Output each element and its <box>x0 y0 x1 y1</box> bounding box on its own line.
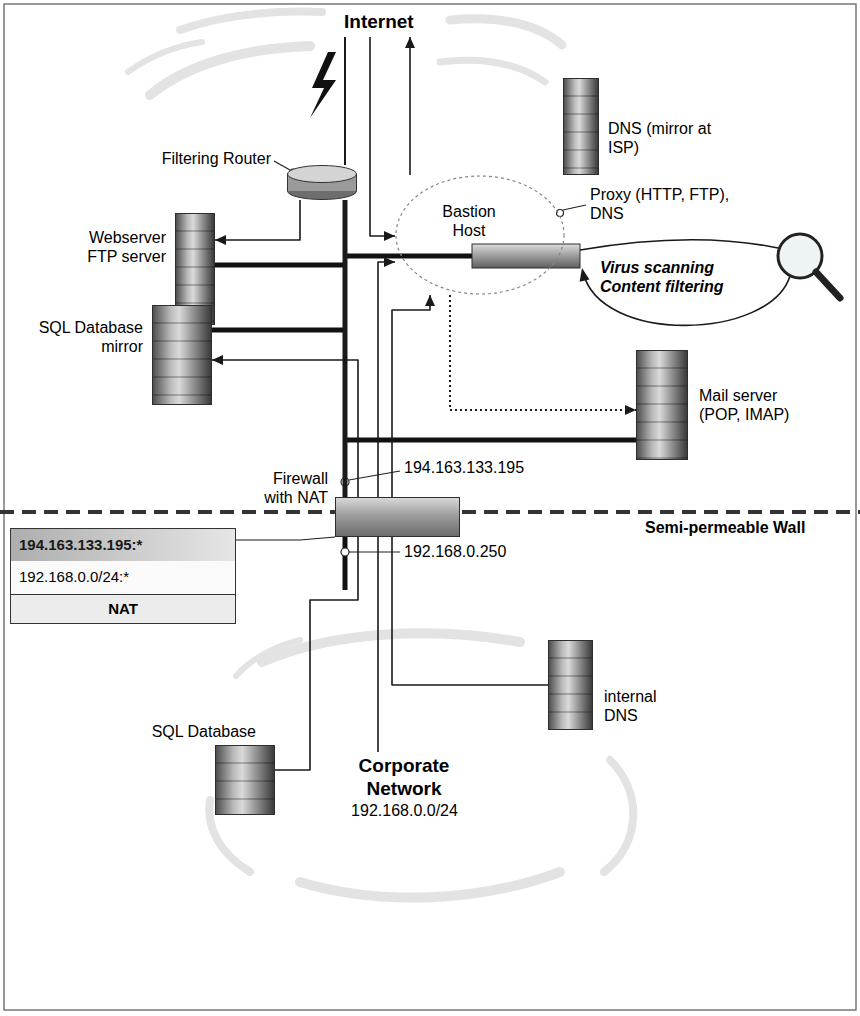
firewall-box: Firewall with NAT <box>335 497 460 537</box>
connector <box>405 37 415 175</box>
cloud-swirl <box>604 760 633 872</box>
connector <box>236 537 335 540</box>
ip-label: 194.163.133.195 <box>404 458 524 477</box>
arrow-head <box>215 235 226 245</box>
nat-table: 194.163.133.195:*192.168.0.0/24:*NAT <box>10 528 236 624</box>
network-name: Internet <box>344 11 415 34</box>
connector <box>345 200 346 497</box>
lightning-bolt <box>310 52 336 118</box>
server-icon: SQL Database <box>215 745 275 815</box>
connector-line <box>236 537 335 540</box>
cloud-swirl <box>150 46 310 95</box>
wall-label: Semi-permeable Wall <box>645 518 805 537</box>
cloud-swirl <box>300 872 560 898</box>
leader-line <box>274 161 290 170</box>
router-label: Filtering Router <box>162 149 271 168</box>
connector <box>370 37 395 241</box>
table-cell: 194.163.133.195:* <box>11 529 235 561</box>
bus-branch <box>345 254 472 259</box>
server-label: SQL Database mirror <box>33 318 143 356</box>
cloud-swirl <box>236 640 300 676</box>
arrow-head <box>212 355 223 365</box>
cloud-swirl <box>128 42 202 72</box>
router-icon: Filtering Router <box>287 165 357 200</box>
connector <box>450 295 636 415</box>
network-label: Corporate Network192.168.0.0/24 <box>345 752 464 823</box>
network-label: Internet <box>340 8 419 37</box>
table-cell: 192.168.0.0/24:* <box>11 561 235 594</box>
bus-branch <box>215 263 345 268</box>
function-label: Virus scanning Content filtering <box>600 258 750 296</box>
bus-branch <box>345 438 636 443</box>
connector-line <box>343 200 348 497</box>
bus-branch <box>343 537 348 590</box>
scan-loop <box>580 240 778 250</box>
bastion-ellipse <box>396 176 564 294</box>
connector-line <box>370 37 395 236</box>
server-label: DNS (mirror at ISP) <box>608 119 733 157</box>
leader-line <box>563 205 586 210</box>
connector <box>392 295 548 685</box>
frame <box>4 4 856 1010</box>
leader-dot <box>341 548 349 556</box>
connector <box>345 37 346 165</box>
firewall-label: Firewall with NAT <box>248 469 328 507</box>
cloud-swirl <box>440 60 545 82</box>
server-icon: internal DNS <box>548 640 593 730</box>
corporate-cloud <box>209 633 633 897</box>
connector <box>215 200 300 245</box>
table-heading: NAT <box>11 594 235 623</box>
server-label: Mail server (POP, IMAP) <box>699 386 799 424</box>
arrow-head <box>425 295 435 306</box>
router-side <box>287 174 288 191</box>
bastion-host: Bastion HostProxy (HTTP, FTP), DNS <box>395 175 565 295</box>
cloud-swirl <box>450 19 562 45</box>
arrow-head <box>384 257 395 267</box>
server-icon: Mail server (POP, IMAP) <box>636 350 688 460</box>
router-side <box>356 174 357 191</box>
ip-label: 192.168.0.250 <box>404 542 506 561</box>
arrow-head <box>405 37 415 48</box>
bus-branch <box>212 328 345 333</box>
arrow-head <box>384 231 395 241</box>
server-label: SQL Database <box>152 722 256 741</box>
bastion-device <box>472 244 580 268</box>
connector-line <box>392 295 548 685</box>
network-address: 192.168.0.0/24 <box>349 801 460 820</box>
connector-line <box>409 37 411 175</box>
proxy-label: Proxy (HTTP, FTP), DNS <box>590 185 755 223</box>
connector-line <box>215 200 300 240</box>
magnifier-handle <box>816 272 840 298</box>
cloud-swirl <box>180 12 322 30</box>
arrow-head <box>580 268 590 282</box>
network-name: Corporate Network <box>349 755 459 801</box>
server-icon: DNS (mirror at ISP) <box>563 78 599 175</box>
router-top <box>288 166 357 183</box>
bastion-label: Bastion Host <box>437 202 501 240</box>
connector-line <box>344 37 346 165</box>
connector-line <box>450 295 636 410</box>
server-label: internal DNS <box>604 687 674 725</box>
server-icon: SQL Database mirror <box>152 305 212 405</box>
router-shape <box>287 165 357 200</box>
arrow-head <box>625 405 636 415</box>
server-label: Webserver FTP server <box>81 228 166 266</box>
